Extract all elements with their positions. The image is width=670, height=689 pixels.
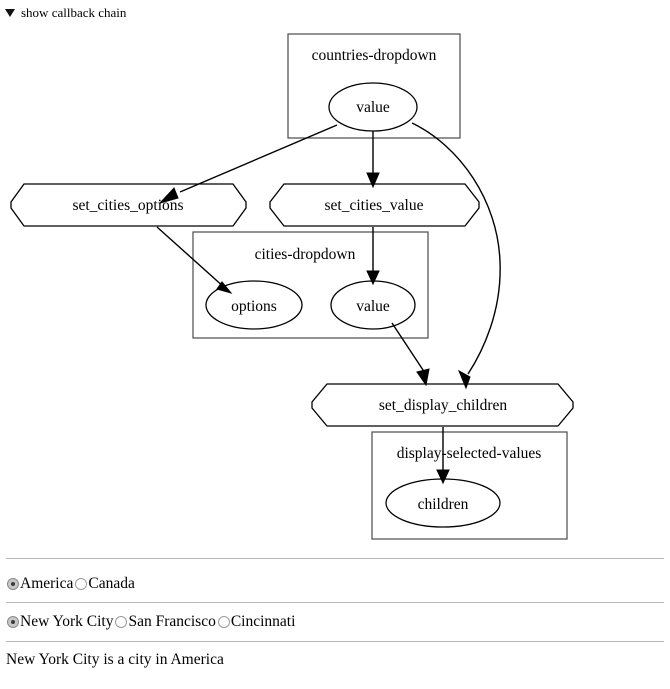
- arrowhead-cities-value-to-set-display-children: [416, 368, 430, 387]
- node-set-cities-options-label: set_cities_options: [72, 197, 183, 214]
- display-selected-values-output: New York City is a city in America: [6, 651, 224, 668]
- divider-bottom: [6, 641, 664, 642]
- cluster-display-selected-values: [371, 431, 568, 540]
- edge-set-cities-options-to-cities-options: [156, 226, 226, 289]
- arrowhead-countries-value-to-set-cities-value: [366, 172, 380, 189]
- cluster-cities-dropdown: [192, 231, 429, 339]
- radio-label-cincinnati: Cincinnati: [230, 613, 296, 630]
- show-callback-chain-toggle[interactable]: show callback chain: [5, 5, 126, 21]
- radio-indicator-unselected-icon[interactable]: [217, 616, 230, 628]
- cluster-countries-dropdown: [287, 33, 461, 139]
- node-set-cities-value[interactable]: [269, 183, 480, 227]
- edge-countries-value-to-set-cities-options: [179, 124, 338, 193]
- arrowhead-set-display-children-to-display-children: [436, 469, 450, 485]
- arrowhead-set-cities-options-to-cities-options: [216, 281, 233, 294]
- radio-option-new-york-city[interactable]: New York City: [7, 613, 115, 631]
- node-set-display-children-label: set_display_children: [379, 397, 508, 414]
- node-display-selected-values-children-label: children: [418, 496, 469, 513]
- divider-top: [6, 558, 664, 559]
- radio-option-canada[interactable]: Canada: [75, 575, 136, 593]
- radio-indicator-selected-icon[interactable]: [7, 616, 19, 628]
- cities-radio-group[interactable]: New York City San Francisco Cincinnati: [7, 613, 297, 631]
- node-set-display-children[interactable]: [311, 383, 574, 427]
- countries-radio-group[interactable]: America Canada: [7, 575, 137, 593]
- node-cities-dropdown-options-label: options: [231, 298, 277, 315]
- radio-label-san-francisco: San Francisco: [128, 613, 216, 630]
- cluster-display-selected-values-label: display-selected-values: [397, 445, 542, 462]
- radio-option-america[interactable]: America: [7, 575, 75, 593]
- edge-countries-value-to-set-display-children: [411, 122, 501, 375]
- arrowhead-countries-value-to-set-display-children: [458, 369, 471, 390]
- arrowhead-countries-value-to-set-cities-options: [158, 187, 179, 204]
- radio-indicator-selected-icon[interactable]: [7, 578, 19, 590]
- radio-label-new-york-city: New York City: [20, 613, 114, 630]
- cluster-countries-dropdown-label: countries-dropdown: [312, 47, 437, 64]
- node-set-cities-options[interactable]: [10, 183, 247, 227]
- cluster-cities-dropdown-label: cities-dropdown: [255, 246, 356, 263]
- radio-option-san-francisco[interactable]: San Francisco: [115, 613, 217, 631]
- node-set-cities-value-label: set_cities_value: [325, 197, 424, 214]
- node-cities-dropdown-value-label: value: [356, 298, 390, 315]
- show-callback-chain-label: show callback chain: [21, 5, 127, 20]
- arrowhead-set-cities-value-to-cities-value: [366, 270, 380, 286]
- radio-indicator-unselected-icon[interactable]: [115, 616, 128, 628]
- radio-indicator-unselected-icon[interactable]: [75, 578, 88, 590]
- radio-label-canada: Canada: [88, 575, 135, 592]
- radio-option-cincinnati[interactable]: Cincinnati: [217, 613, 298, 631]
- edge-cities-value-to-set-display-children: [391, 322, 426, 374]
- divider-middle: [6, 602, 664, 603]
- node-countries-dropdown-value-label: value: [356, 99, 390, 116]
- callback-chain-graph: countries-dropdown value set_cities_opti…: [0, 26, 670, 550]
- radio-label-america: America: [20, 575, 74, 592]
- triangle-down-icon: [5, 9, 15, 17]
